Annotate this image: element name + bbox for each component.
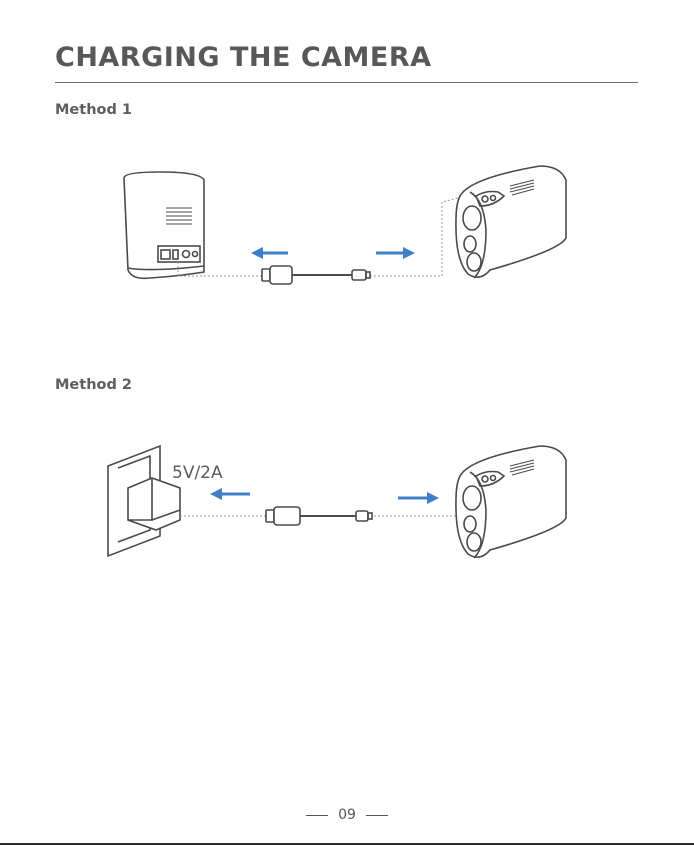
footer-dash-right	[366, 815, 388, 816]
page-title: CHARGING THE CAMERA	[55, 40, 432, 76]
arrow-left-icon	[210, 488, 250, 500]
page-number: 09	[338, 807, 356, 823]
method-1-heading: Method 1	[55, 102, 132, 118]
footer-dash-left	[306, 815, 328, 816]
arrow-right-icon	[398, 492, 439, 504]
base-station-icon	[124, 172, 204, 278]
usb-cable-icon	[262, 266, 370, 284]
page-footer: 09	[0, 805, 694, 825]
method-2-illustration: 5V/2A	[0, 430, 694, 580]
usb-cable-icon	[266, 507, 372, 525]
method-1-illustration	[0, 150, 694, 310]
camera-icon	[456, 166, 566, 278]
arrow-right-icon	[376, 247, 415, 259]
wall-adapter-icon	[108, 446, 180, 556]
arrow-left-icon	[251, 247, 288, 259]
power-spec-label: 5V/2A	[172, 463, 223, 483]
method-2-heading: Method 2	[55, 377, 132, 393]
camera-icon	[456, 446, 566, 558]
title-divider	[55, 82, 638, 83]
